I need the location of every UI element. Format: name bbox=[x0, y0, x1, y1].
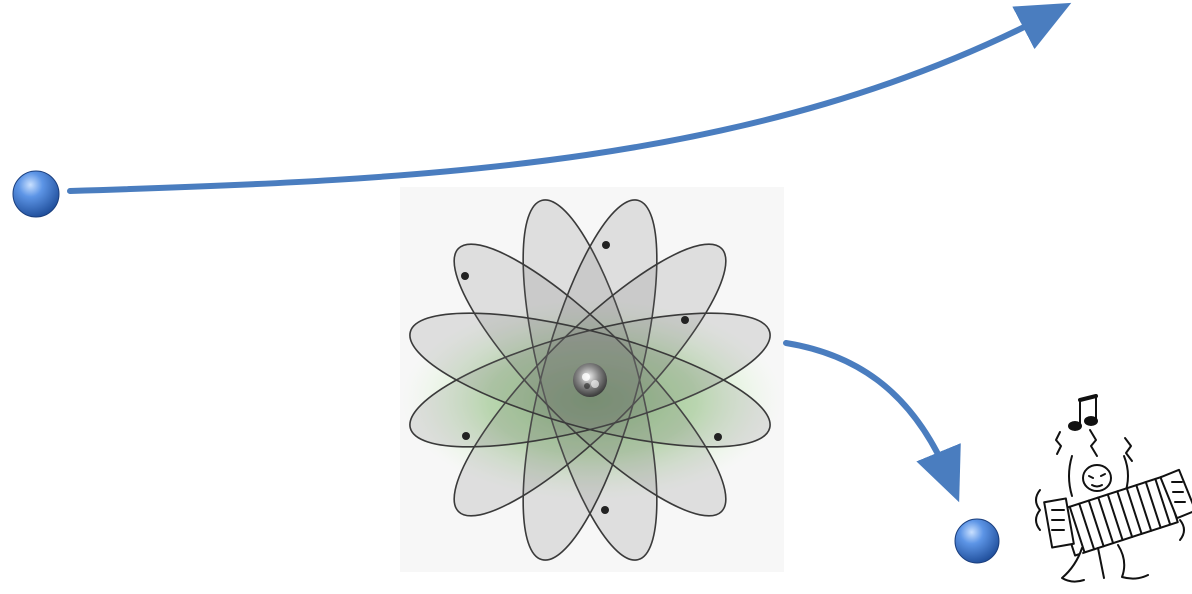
electron-dot bbox=[602, 241, 610, 249]
electron-dot bbox=[462, 432, 470, 440]
musician-icon bbox=[1036, 396, 1192, 582]
scattered-trajectory-arrow bbox=[786, 343, 950, 480]
atom-icon bbox=[398, 187, 784, 572]
incoming-particle-icon bbox=[13, 171, 59, 217]
music-note-icon bbox=[1069, 396, 1097, 430]
electron-dot bbox=[681, 316, 689, 324]
scattered-particle-icon bbox=[955, 519, 999, 563]
electron-dot bbox=[601, 506, 609, 514]
electron-dot bbox=[714, 433, 722, 441]
nucleus-icon bbox=[573, 363, 607, 397]
incoming-trajectory-arrow bbox=[70, 14, 1050, 191]
electron-dot bbox=[461, 272, 469, 280]
